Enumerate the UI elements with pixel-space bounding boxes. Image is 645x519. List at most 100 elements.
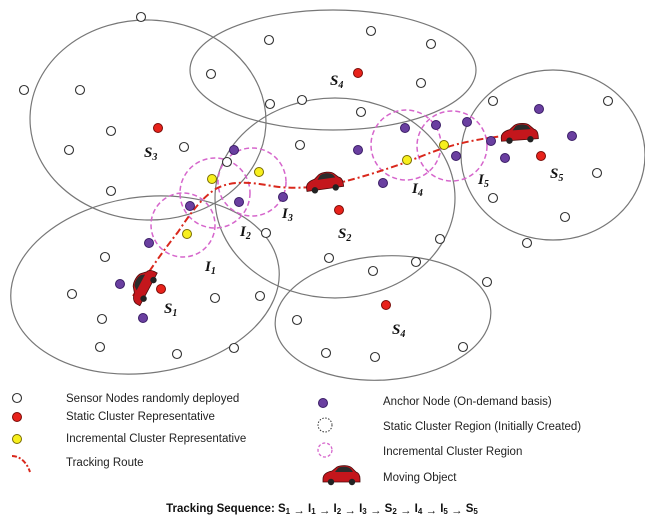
sensor-node <box>296 94 308 106</box>
sensor-node <box>355 106 367 118</box>
incremental-region-i5 <box>416 110 488 182</box>
static-cluster-regions <box>10 9 645 381</box>
sensor-node <box>96 313 108 325</box>
sensor-node <box>254 290 266 302</box>
legend-route-text: Tracking Route <box>66 457 144 469</box>
legend-moving-object-symbol <box>322 465 361 486</box>
region-label: I1 <box>204 259 216 277</box>
sensor-node <box>178 141 190 153</box>
legend-incremental-rep-symbol <box>12 434 22 444</box>
static-cluster-representative <box>353 68 363 78</box>
legend-incremental-region-symbol <box>317 442 333 458</box>
car-wheel <box>332 184 339 191</box>
sensor-node <box>74 84 86 96</box>
legend-incremental-region-text: Incremental Cluster Region <box>383 446 522 458</box>
sensor-node <box>135 11 147 23</box>
sensor-node <box>264 98 276 110</box>
anchor-node <box>234 197 244 207</box>
static-region-s2 <box>214 97 456 299</box>
static-region-s4-top <box>189 9 477 131</box>
legend-sensor-text: Sensor Nodes randomly deployed <box>66 393 239 405</box>
moving-object-car <box>132 270 158 307</box>
sensor-node <box>294 139 306 151</box>
tracking-sequence: Tracking Sequence: S1 → I1 → I2 → I3 → S… <box>166 503 478 517</box>
region-label: I5 <box>477 172 489 190</box>
sensor-node <box>487 192 499 204</box>
sensor-node <box>228 342 240 354</box>
anchor-node <box>500 153 510 163</box>
anchor-node <box>378 178 388 188</box>
sensor-node <box>434 233 446 245</box>
static-cluster-representative <box>381 300 391 310</box>
incremental-cluster-representative <box>402 155 412 165</box>
sensor-node <box>260 227 272 239</box>
incremental-region-i4 <box>370 109 442 181</box>
sensor-node <box>415 77 427 89</box>
sensor-node <box>205 68 217 80</box>
legend-anchor-text: Anchor Node (On-demand basis) <box>383 396 552 408</box>
incremental-region-i2 <box>179 157 251 229</box>
sensor-node <box>591 167 603 179</box>
static-region-s3 <box>29 19 267 221</box>
legend-moving-object-text: Moving Object <box>383 472 457 484</box>
region-label: S1 <box>164 301 177 319</box>
car-wheel <box>506 137 513 144</box>
sensor-node <box>369 351 381 363</box>
anchor-node <box>278 192 288 202</box>
sensor-node <box>481 276 493 288</box>
sensor-node <box>487 95 499 107</box>
incremental-region-i1 <box>150 192 216 258</box>
anchor-node <box>462 117 472 127</box>
sensor-node <box>559 211 571 223</box>
static-region-s4-bottom <box>274 255 492 381</box>
anchor-node <box>353 145 363 155</box>
legend-static-region-symbol <box>317 417 333 433</box>
sensor-node <box>66 288 78 300</box>
sensor-node <box>521 237 533 249</box>
sensor-node <box>457 341 469 353</box>
car-wheel <box>348 478 356 486</box>
sensor-node <box>105 125 117 137</box>
anchor-node <box>138 313 148 323</box>
sensor-node <box>602 95 614 107</box>
legend-static-region-text: Static Cluster Region (Initially Created… <box>383 421 581 433</box>
car-wheel <box>527 136 534 143</box>
legend-route-symbol <box>11 455 31 473</box>
incremental-cluster-representative <box>182 229 192 239</box>
sensor-node <box>323 252 335 264</box>
anchor-node <box>431 120 441 130</box>
region-label: S3 <box>144 145 157 163</box>
anchor-node <box>229 145 239 155</box>
anchor-node <box>534 104 544 114</box>
sensor-node <box>94 341 106 353</box>
legend-anchor-symbol <box>318 398 328 408</box>
incremental-cluster-representative <box>439 140 449 150</box>
static-cluster-representative <box>153 123 163 133</box>
car-window <box>512 124 531 131</box>
region-label: S4 <box>392 322 405 340</box>
sensor-node <box>221 156 233 168</box>
car-wheel <box>327 478 335 486</box>
static-cluster-representative <box>156 284 166 294</box>
car-wheel <box>150 276 157 284</box>
sensor-node <box>425 38 437 50</box>
car-window <box>317 173 336 180</box>
region-label: S2 <box>338 226 351 244</box>
nodes-layer <box>18 11 614 363</box>
moving-objects <box>132 122 539 486</box>
region-label: I2 <box>239 224 251 242</box>
anchor-node <box>115 279 125 289</box>
static-region-s5 <box>460 69 645 241</box>
region-label: S5 <box>550 166 563 184</box>
legend-static-rep-symbol <box>12 412 22 422</box>
sensor-node <box>365 25 377 37</box>
incremental-cluster-representative <box>254 167 264 177</box>
sensor-node <box>291 314 303 326</box>
tracking-route <box>132 133 523 297</box>
car-window <box>134 274 146 291</box>
static-region-s1 <box>10 195 280 375</box>
sensor-node <box>63 144 75 156</box>
legend-sensor-symbol <box>11 392 23 404</box>
